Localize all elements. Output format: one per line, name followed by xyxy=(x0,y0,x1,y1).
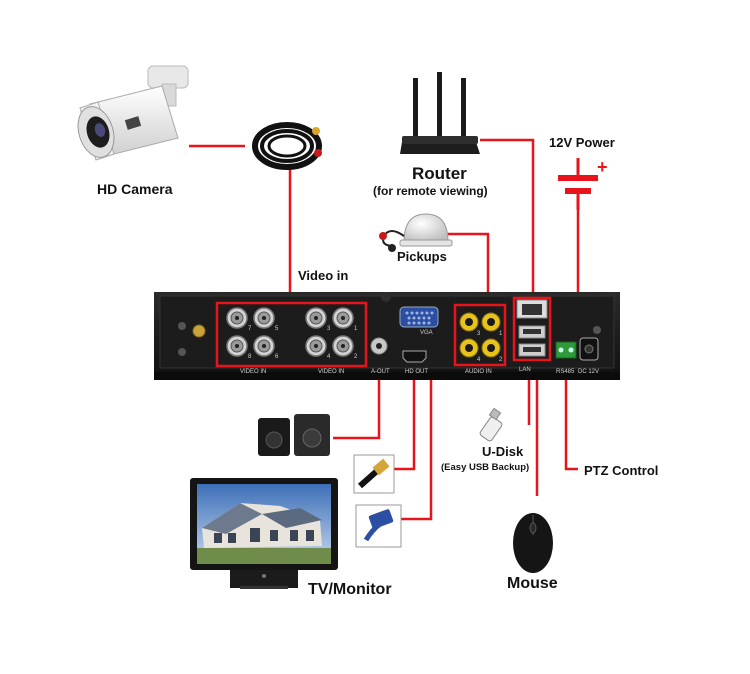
bnc-port-number: 6 xyxy=(275,354,279,360)
hdmi-cable-icon xyxy=(353,454,395,494)
highlight-boxes xyxy=(215,296,552,368)
hd-camera-label: HD Camera xyxy=(97,181,173,197)
router-sublabel: (for remote viewing) xyxy=(373,184,488,198)
bnc-port-number: 8 xyxy=(248,354,252,360)
video-in-label-b: VIDEO IN xyxy=(318,369,344,375)
router-icon xyxy=(400,72,480,154)
svg-text:+: + xyxy=(597,157,608,177)
rca-port: 2 xyxy=(481,338,503,363)
bnc-port-number: 7 xyxy=(248,326,252,332)
bnc-port-number: 3 xyxy=(327,326,331,332)
bnc-port: 1 xyxy=(332,307,358,332)
udisk-label: U-Disk xyxy=(482,444,524,459)
bnc-port-number: 4 xyxy=(327,354,331,360)
vga-cable-icon xyxy=(355,504,402,548)
ptz-label: PTZ Control xyxy=(584,463,659,478)
video-in-label-a: VIDEO IN xyxy=(240,369,266,375)
hd-camera-icon xyxy=(77,65,189,161)
usb-drive-icon xyxy=(479,407,503,442)
bnc-port-number: 5 xyxy=(275,326,279,332)
bnc-port-number: 2 xyxy=(354,354,358,360)
bnc-port: 3 xyxy=(305,307,331,332)
speakers-icon xyxy=(258,414,330,456)
rca-port: 4 xyxy=(459,338,481,363)
rca-port-number: 3 xyxy=(477,331,481,337)
dc-power-symbol: + xyxy=(558,157,608,210)
rca-port: 3 xyxy=(459,312,481,337)
dome-microphone-icon xyxy=(379,213,453,252)
rs485-label: RS485 xyxy=(556,369,575,375)
mouse-label: Mouse xyxy=(507,575,558,592)
vga-label: VGA xyxy=(420,330,433,336)
lan-label: LAN xyxy=(519,367,531,373)
rca-port-number: 2 xyxy=(499,357,503,363)
vga-port xyxy=(399,306,439,328)
panel-labels: VIDEO IN VIDEO IN VGA A-OUT HD OUT AUDIO… xyxy=(240,330,599,375)
audio-in-label: AUDIO IN xyxy=(465,369,492,375)
bnc-port: 6 xyxy=(253,335,279,360)
bnc-video-ports: 7 5 8 6 3 1 4 2 xyxy=(226,307,358,360)
rs485-terminal xyxy=(555,341,577,359)
lan-port xyxy=(516,299,548,319)
tv-monitor-label: TV/Monitor xyxy=(308,581,392,598)
rca-port-number: 1 xyxy=(499,331,503,337)
mouse-icon xyxy=(513,513,553,573)
dc-label: DC 12V xyxy=(578,369,599,375)
a-out-label: A-OUT xyxy=(371,369,390,375)
cable-coil-icon xyxy=(252,122,322,170)
hd-out-label: HD OUT xyxy=(405,369,428,375)
bnc-port: 8 xyxy=(226,335,252,360)
power-label: 12V Power xyxy=(549,135,615,150)
video-in-label: Video in xyxy=(298,268,349,283)
rca-port: 1 xyxy=(481,312,503,337)
usb-ports xyxy=(518,325,546,357)
rca-audio-ports: 3 1 4 2 xyxy=(459,312,503,363)
udisk-sublabel: (Easy USB Backup) xyxy=(441,462,530,473)
pickups-label: Pickups xyxy=(397,249,447,264)
router-label: Router xyxy=(412,164,467,183)
bnc-port: 4 xyxy=(305,335,331,360)
hdmi-port xyxy=(402,350,427,363)
bnc-port: 5 xyxy=(253,307,279,332)
bnc-port: 7 xyxy=(226,307,252,332)
connection-lines xyxy=(189,138,580,521)
bnc-port-number: 1 xyxy=(354,326,358,332)
audio-out-port xyxy=(370,337,388,355)
bnc-port: 2 xyxy=(332,335,358,360)
dc-power-jack xyxy=(579,337,599,361)
tv-monitor-icon xyxy=(190,478,338,589)
rca-port-number: 4 xyxy=(477,357,481,363)
